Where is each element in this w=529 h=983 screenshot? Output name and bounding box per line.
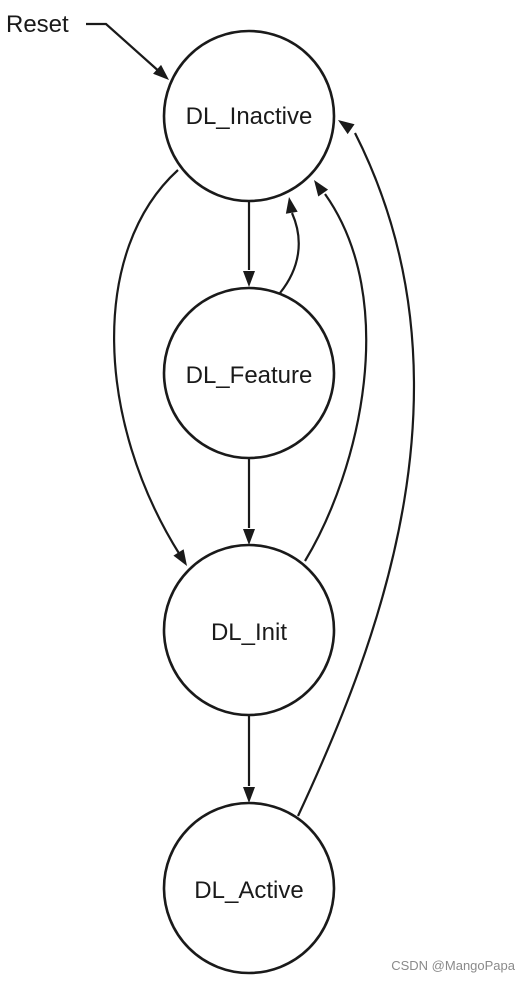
arrowhead-reset-to-inactive — [153, 64, 169, 80]
arrowhead-init-to-active — [243, 787, 255, 803]
arrowhead-feature-to-inactive — [285, 197, 298, 214]
arrowhead-active-to-inactive — [338, 120, 355, 135]
reset-label: Reset — [6, 11, 69, 38]
arrowhead-feature-to-init — [243, 529, 255, 545]
state-feature-circle — [162, 286, 336, 460]
state-inactive: DL_Inactive — [162, 29, 336, 203]
state-feature-label: DL_Feature — [186, 362, 313, 389]
state-inactive-label: DL_Inactive — [186, 103, 313, 130]
state-active-circle — [162, 801, 336, 975]
arrowhead-inactive-to-init — [173, 549, 187, 566]
state-init-label: DL_Init — [211, 619, 287, 646]
state-feature: DL_Feature — [162, 286, 336, 460]
transition-init-to-inactive — [304, 193, 368, 562]
arrowhead-init-to-inactive — [314, 180, 329, 197]
arrowhead-inactive-to-feature — [243, 271, 255, 287]
transition-active-to-inactive — [297, 132, 416, 817]
state-active-label: DL_Active — [194, 877, 303, 904]
transition-feature-to-inactive — [279, 212, 300, 294]
transition-reset-to-inactive — [86, 22, 163, 75]
state-inactive-circle — [162, 29, 336, 203]
state-init-circle — [162, 543, 336, 717]
state-init: DL_Init — [162, 543, 336, 717]
transition-inactive-to-init — [113, 169, 181, 556]
state-active: DL_Active — [162, 801, 336, 975]
